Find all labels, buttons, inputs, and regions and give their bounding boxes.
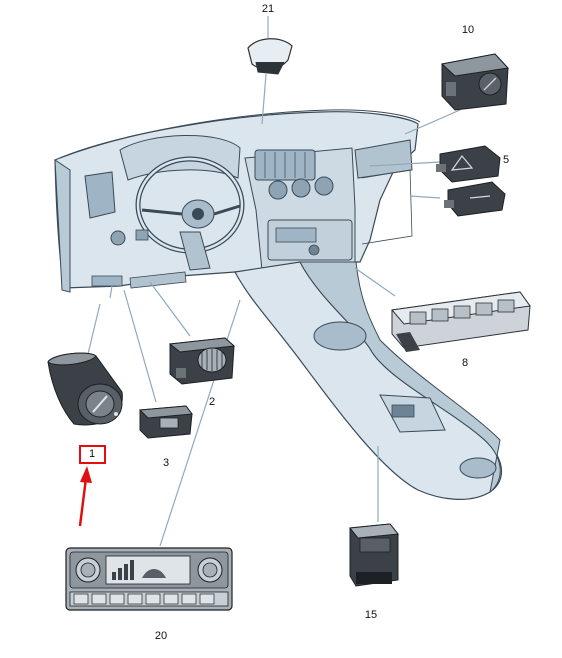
part-3-small-switch [138, 405, 193, 439]
callout-1[interactable]: 1 [88, 448, 96, 460]
part-2-switch-unit [168, 337, 236, 385]
part-20-climate-panel [65, 547, 233, 611]
part-8-switch-block [391, 291, 531, 352]
part-10-switch [440, 53, 510, 111]
part-5-switches [436, 145, 506, 217]
callout-3[interactable]: 3 [162, 457, 170, 469]
callout-21[interactable]: 21 [261, 3, 275, 15]
callout-2[interactable]: 2 [208, 396, 216, 408]
part-15-socket [349, 523, 399, 587]
part-21-cap [247, 38, 293, 75]
callout-8[interactable]: 8 [461, 357, 469, 369]
part-1-headlight-switch [47, 352, 123, 426]
highlight-box-part-1 [79, 445, 106, 464]
red-arrow-indicator [78, 466, 92, 527]
callout-10[interactable]: 10 [461, 24, 475, 36]
callout-20[interactable]: 20 [154, 630, 168, 642]
dashboard-illustration [54, 109, 503, 500]
callout-5[interactable]: 5 [502, 154, 510, 166]
callout-15[interactable]: 15 [364, 609, 378, 621]
